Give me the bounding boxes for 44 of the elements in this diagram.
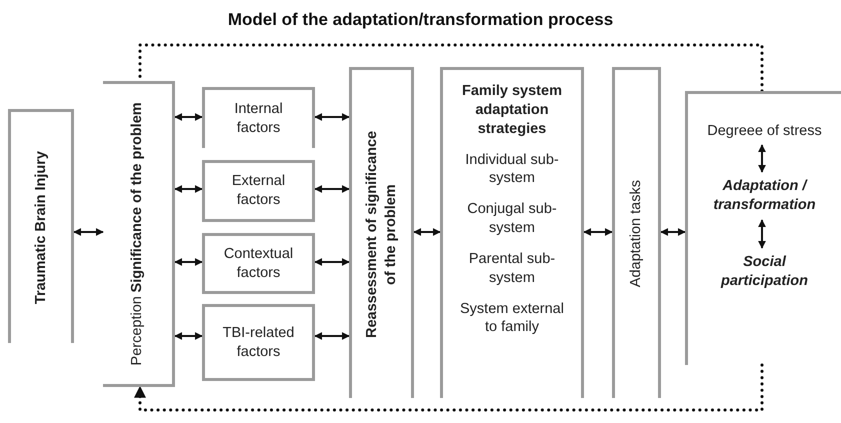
- reassessment-box: [349, 67, 414, 398]
- factor-box: [202, 304, 315, 381]
- box-label: Conjugal sub-system: [466, 200, 558, 238]
- double-arrow: [73, 228, 104, 236]
- box-heading: Family system adaptation strategies: [461, 82, 563, 139]
- cause-box: [8, 109, 74, 343]
- box-label: Parental sub-system: [468, 250, 556, 288]
- box-label: System external to family: [459, 300, 565, 338]
- box-label: Adaptation / transformation: [712, 177, 817, 215]
- box-label: Perception: [128, 296, 146, 366]
- double-arrow: [174, 185, 203, 193]
- diagram-title: Model of the adaptation/transformation process: [228, 10, 614, 29]
- double-arrow: [758, 144, 766, 173]
- double-arrow: [314, 258, 350, 266]
- double-arrow: [660, 228, 686, 236]
- factor-box: [202, 87, 315, 148]
- box-label: Significance of the problem: [128, 102, 146, 292]
- double-arrow: [758, 219, 766, 249]
- box-label: TBI-related factors: [222, 324, 296, 362]
- factor-box: [202, 160, 315, 222]
- strategies-box: [440, 67, 584, 398]
- box-label: Social participation: [720, 253, 809, 291]
- box-label: Adaptation tasks: [627, 180, 646, 288]
- perception-box: [103, 81, 175, 387]
- tasks-box: [612, 67, 661, 398]
- double-arrow: [583, 228, 613, 236]
- double-arrow: [174, 332, 203, 340]
- box-label: Traumatic Brain Injury: [32, 150, 50, 304]
- double-arrow: [314, 113, 350, 121]
- box-label: Individual sub-system: [464, 150, 560, 188]
- double-arrow: [174, 113, 203, 121]
- box-label: Degreee of stress: [707, 122, 822, 140]
- feedback-line: [138, 44, 764, 92]
- double-arrow: [314, 332, 350, 340]
- outcome-panel: [685, 91, 841, 365]
- box-label: Internal factors: [233, 100, 284, 138]
- box-label: Contextual factors: [222, 244, 294, 282]
- double-arrow: [413, 228, 441, 236]
- factor-box: [202, 233, 315, 294]
- box-label: External factors: [230, 172, 286, 210]
- box-label: Reassessment of significance of the problem: [362, 129, 400, 340]
- double-arrow: [314, 185, 350, 193]
- double-arrow: [174, 258, 203, 266]
- feedback-arrow: [134, 364, 764, 412]
